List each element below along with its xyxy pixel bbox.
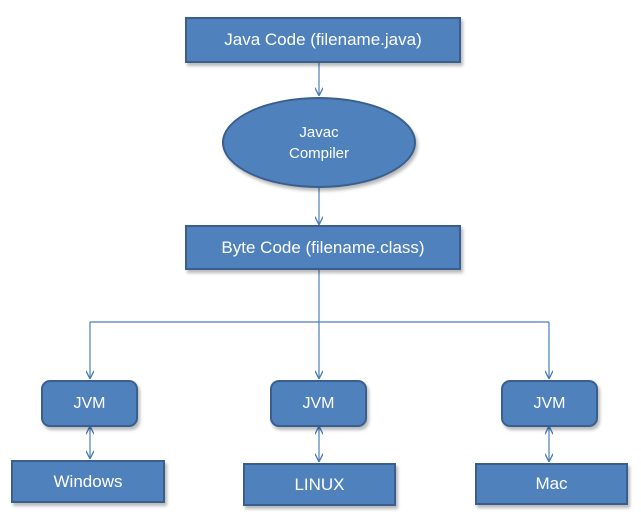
compiler-label-line1: Javac bbox=[299, 123, 339, 141]
bytecode-box: Byte Code (filename.class) bbox=[185, 225, 461, 270]
bytecode-label: Byte Code (filename.class) bbox=[221, 237, 425, 257]
javac-compiler-ellipse: Javac Compiler bbox=[222, 97, 416, 188]
jvm-mac-label: JVM bbox=[533, 394, 566, 412]
jvm-windows-box: JVM bbox=[41, 380, 138, 427]
java-source-box: Java Code (filename.java) bbox=[185, 17, 461, 63]
platform-windows-box: Windows bbox=[11, 460, 165, 503]
platform-linux-label: LINUX bbox=[294, 474, 345, 494]
platform-mac-label: Mac bbox=[535, 474, 568, 493]
compiler-label-line2: Compiler bbox=[288, 144, 349, 162]
platform-mac-box: Mac bbox=[475, 463, 628, 505]
jvm-linux-label: JVM bbox=[302, 394, 335, 412]
jvm-linux-box: JVM bbox=[270, 380, 367, 427]
platform-linux-box: LINUX bbox=[243, 463, 396, 506]
java-source-label: Java Code (filename.java) bbox=[224, 30, 422, 49]
jvm-windows-label: JVM bbox=[73, 394, 106, 412]
platform-windows-label: Windows bbox=[53, 471, 123, 491]
jvm-mac-box: JVM bbox=[501, 380, 598, 427]
